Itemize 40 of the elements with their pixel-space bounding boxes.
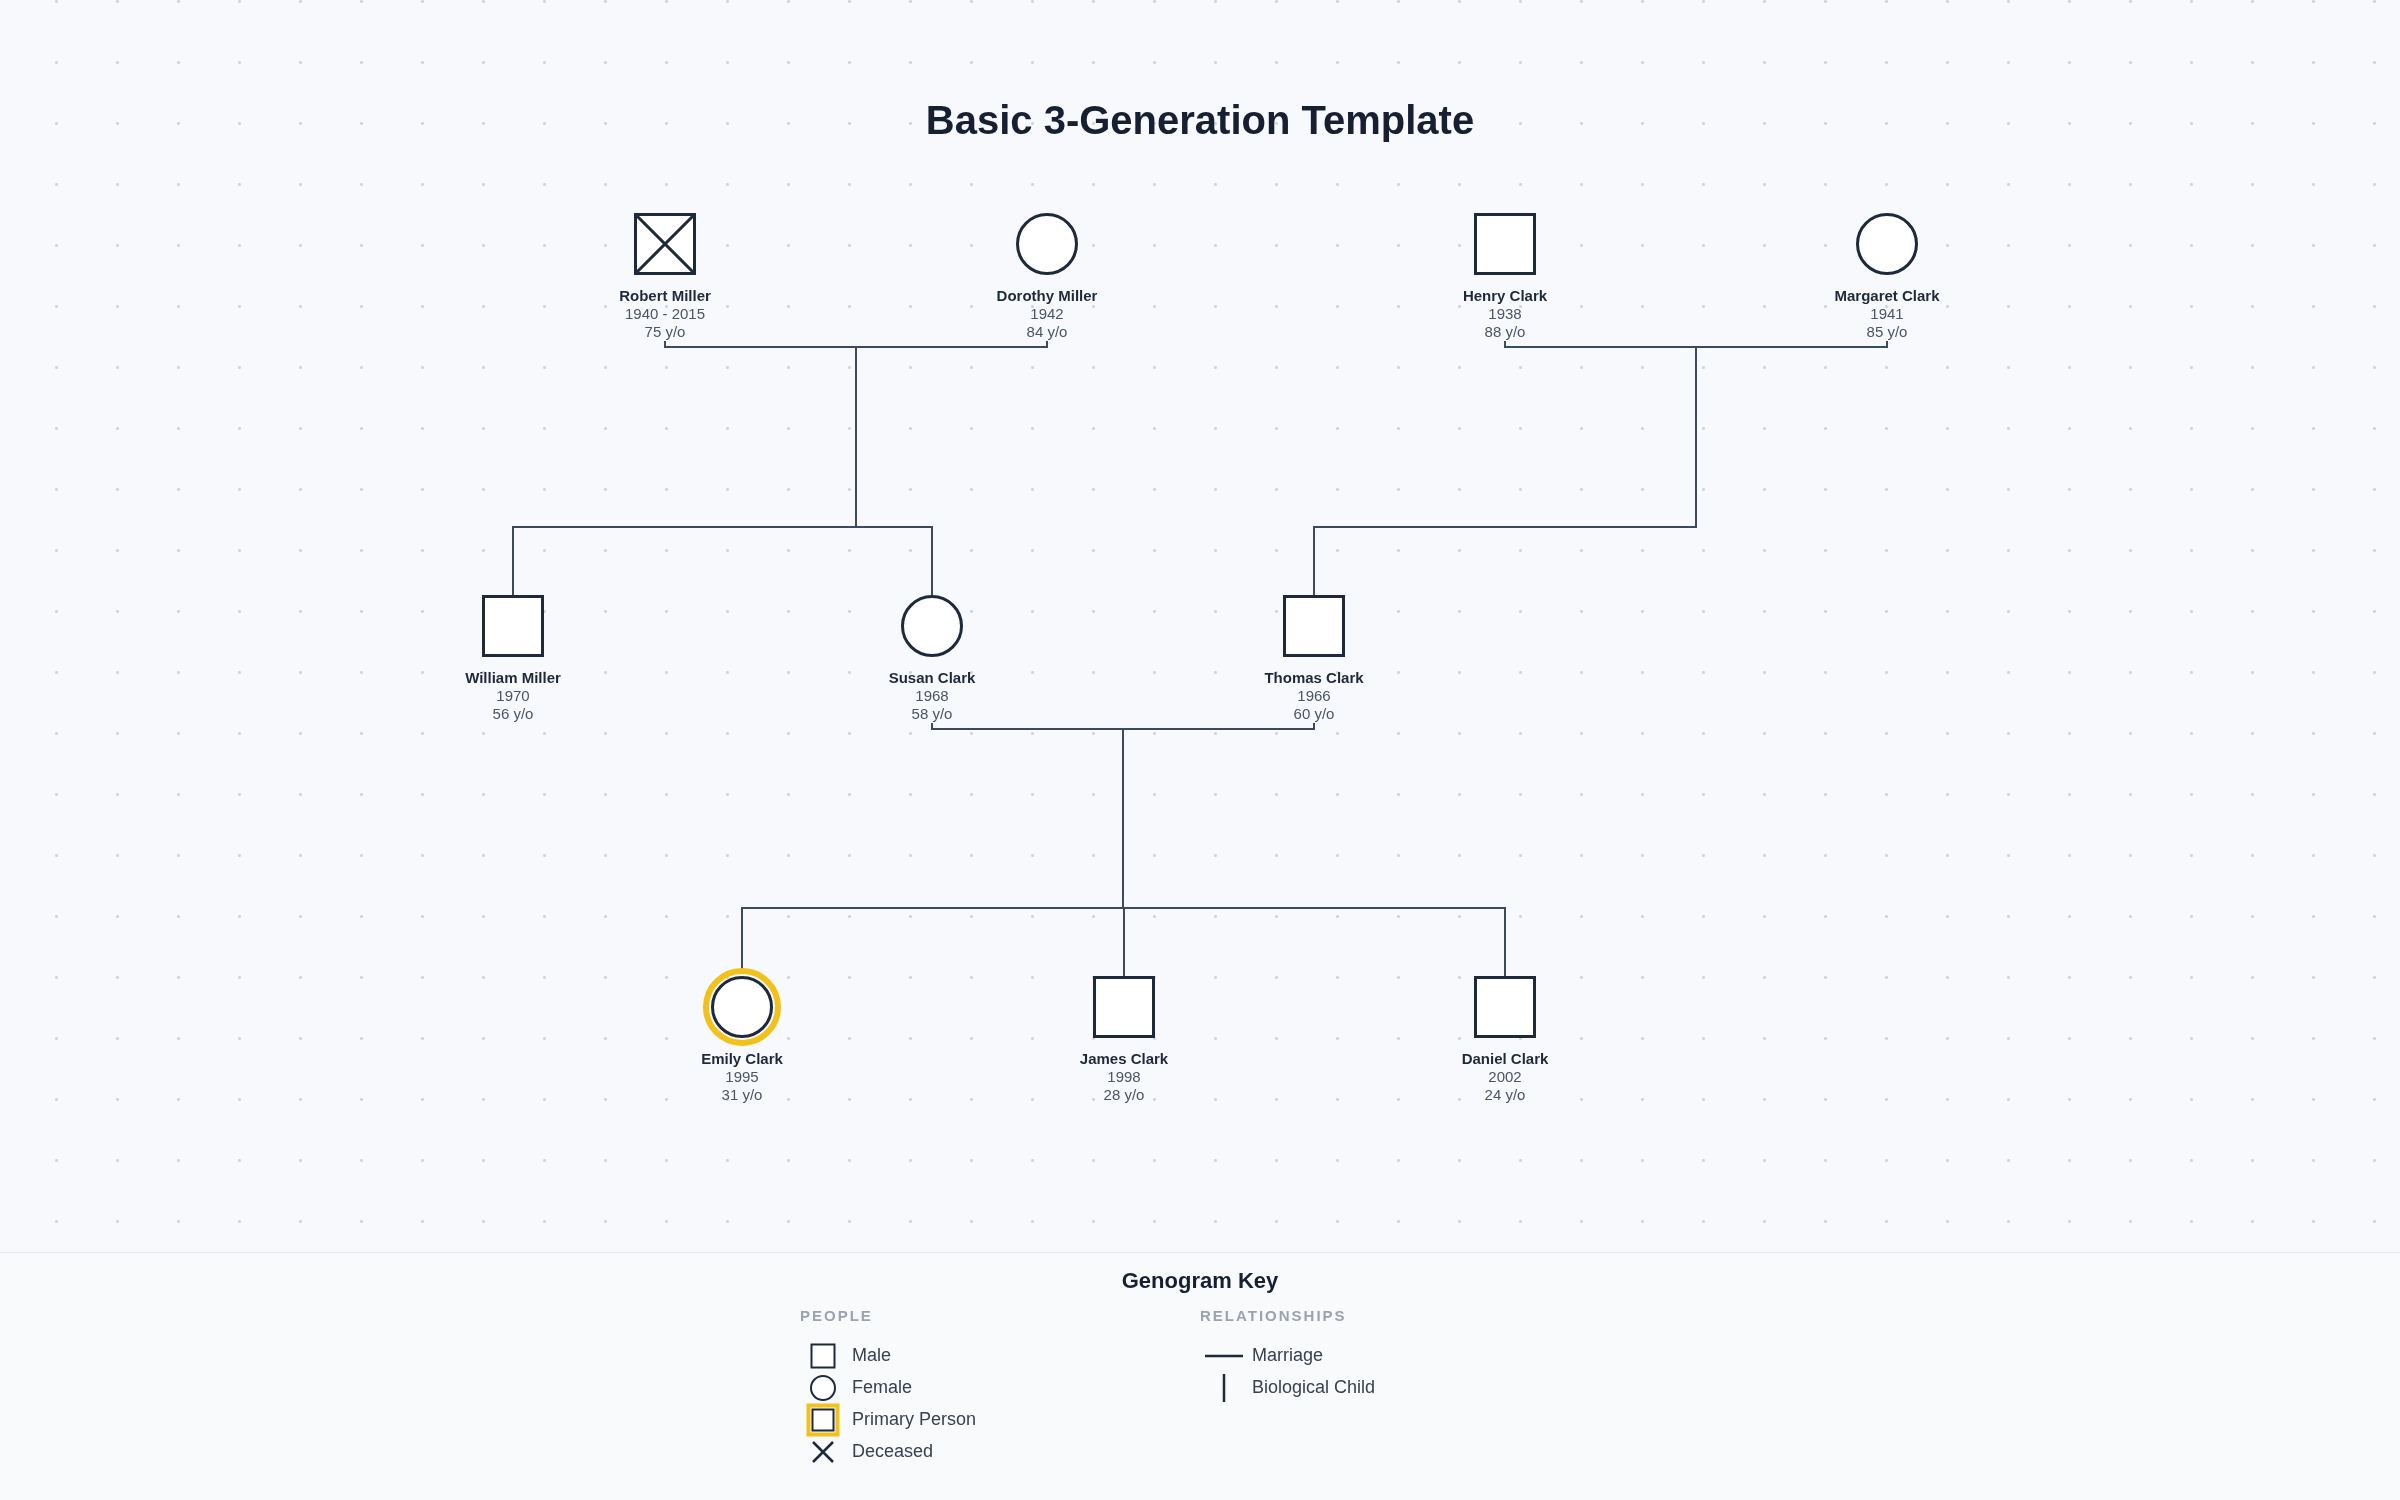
person-name: Margaret Clark bbox=[1834, 286, 1940, 305]
person-name: Emily Clark bbox=[701, 1049, 783, 1068]
person-name: Robert Miller bbox=[619, 286, 711, 305]
birth-years: 1998 bbox=[1107, 1068, 1141, 1086]
age-text: 84 y/o bbox=[1026, 323, 1068, 341]
person-name: James Clark bbox=[1079, 1049, 1169, 1068]
birth-years: 1942 bbox=[1030, 305, 1064, 323]
section-heading: PEOPLE bbox=[800, 1307, 873, 1324]
age-text: 24 y/o bbox=[1484, 1086, 1526, 1104]
age-text: 56 y/o bbox=[492, 705, 534, 723]
legend-label: Female bbox=[852, 1377, 913, 1398]
birth-years: 1941 bbox=[1870, 305, 1904, 323]
birth-years: 1940 - 2015 bbox=[624, 305, 706, 323]
age-text: 28 y/o bbox=[1103, 1086, 1145, 1104]
person-name: Dorothy Miller bbox=[996, 286, 1098, 305]
age-text: 85 y/o bbox=[1866, 323, 1908, 341]
birth-years: 1966 bbox=[1297, 687, 1331, 705]
birth-years: 1995 bbox=[725, 1068, 759, 1086]
section-heading: RELATIONSHIPS bbox=[1200, 1307, 1347, 1324]
person-name: Thomas Clark bbox=[1264, 668, 1364, 687]
person-name: Susan Clark bbox=[888, 668, 976, 687]
age-text: 75 y/o bbox=[644, 323, 686, 341]
age-text: 88 y/o bbox=[1484, 323, 1526, 341]
diagram-title: Basic 3-Generation Template bbox=[924, 98, 1476, 143]
legend-label: Marriage bbox=[1252, 1345, 1324, 1366]
legend-label: Primary Person bbox=[852, 1409, 977, 1430]
birth-years: 1938 bbox=[1488, 305, 1522, 323]
legend-label: Male bbox=[852, 1345, 891, 1366]
legend-label: Deceased bbox=[852, 1441, 934, 1462]
legend-label: Biological Child bbox=[1252, 1377, 1376, 1398]
birth-years: 1970 bbox=[496, 687, 530, 705]
age-text: 60 y/o bbox=[1293, 705, 1335, 723]
person-name: Henry Clark bbox=[1462, 286, 1548, 305]
birth-years: 2002 bbox=[1488, 1068, 1522, 1086]
age-text: 31 y/o bbox=[721, 1086, 763, 1104]
age-text: 58 y/o bbox=[911, 705, 953, 723]
person-name: Daniel Clark bbox=[1461, 1049, 1549, 1068]
birth-years: 1968 bbox=[915, 687, 949, 705]
person-name: William Miller bbox=[465, 668, 561, 687]
legend-title: Genogram Key bbox=[1121, 1268, 1279, 1294]
